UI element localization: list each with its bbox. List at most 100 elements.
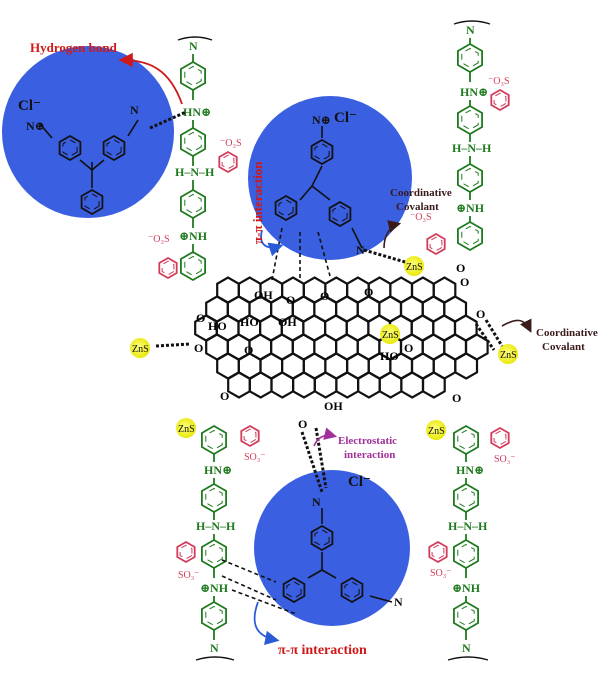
sulfonate-label: SO₃⁻ bbox=[178, 570, 200, 581]
polymer-ring-inner bbox=[457, 543, 475, 565]
polymer-label: H–N–H bbox=[448, 519, 488, 533]
dye-ring-inner bbox=[84, 193, 100, 211]
dye-ring bbox=[328, 200, 352, 228]
sulfonate-ring-inner bbox=[221, 154, 235, 170]
polymer-ring-inner bbox=[461, 47, 479, 69]
polymer-label: N bbox=[189, 39, 198, 53]
polymer-ring-inner bbox=[205, 429, 223, 451]
graphene-ring bbox=[227, 371, 251, 399]
dye-circle-bottom bbox=[254, 470, 410, 626]
sulfonate-label: ⁻O₃S bbox=[220, 138, 242, 149]
chloride-bottom: Cl⁻ bbox=[348, 474, 371, 490]
dye-molecules: N⊕ N N⊕ N N N bbox=[26, 103, 403, 609]
o-label-8: O bbox=[298, 417, 307, 431]
dye-bond bbox=[369, 595, 393, 603]
polymer-ring-inner bbox=[461, 167, 479, 189]
oh-label-1: OH bbox=[254, 288, 273, 302]
interaction-label: interaction bbox=[344, 449, 395, 461]
pi-pi-top-label: π-π interaction bbox=[250, 161, 265, 244]
zns-bead bbox=[404, 256, 424, 276]
polymer-ring-inner bbox=[184, 255, 202, 277]
dye-ring bbox=[310, 138, 334, 166]
dye-bond bbox=[91, 159, 105, 171]
graphene-ring bbox=[292, 371, 316, 399]
sulfonate-label: SO₃⁻ bbox=[430, 568, 452, 579]
dye-atom-label: N bbox=[312, 495, 321, 509]
chain-end-bracket bbox=[447, 656, 489, 661]
chloride-left: Cl⁻ bbox=[18, 98, 41, 114]
o-label-12: O bbox=[476, 307, 485, 321]
dye-ring-inner bbox=[278, 199, 294, 217]
polymer-ring-inner bbox=[184, 193, 202, 215]
polymer-ring-inner bbox=[205, 543, 223, 565]
polymer-label: ⊕NH bbox=[200, 581, 229, 595]
dye-ring-inner bbox=[62, 139, 78, 157]
ho-label-3: HO bbox=[380, 349, 399, 363]
pi-pi-bottom-label: π-π interaction bbox=[278, 643, 367, 658]
hydrogen-bond-arrow bbox=[118, 52, 183, 105]
sulfonate-ring-inner bbox=[431, 544, 445, 560]
dye-atom-label: N⊕ bbox=[26, 119, 45, 133]
polyaniline-chains: NHN⊕H–N–H⊕NHNHN⊕H–N–H⊕NHHN⊕H–N–H⊕NHNHN⊕H… bbox=[148, 20, 516, 661]
electrostatic-label: Electrostatic bbox=[338, 435, 397, 447]
zns-label: ZnS bbox=[178, 424, 195, 435]
polymer-label: N bbox=[466, 23, 475, 37]
dye-bond bbox=[351, 227, 363, 249]
o-label-6: O bbox=[220, 389, 229, 403]
polymer-label: HN⊕ bbox=[183, 105, 211, 119]
dye-atom-label: N bbox=[130, 103, 139, 117]
sulfonate-ring-inner bbox=[243, 428, 257, 444]
sulfonate-ring bbox=[240, 424, 260, 448]
o-label-13: O bbox=[456, 261, 465, 275]
chain-end-bracket bbox=[195, 656, 235, 661]
polymer-label: HN⊕ bbox=[204, 463, 232, 477]
chain-end-bracket bbox=[177, 36, 213, 41]
polymer-ring-inner bbox=[205, 487, 223, 509]
sulfonate-ring-inner bbox=[179, 544, 193, 560]
polymer-ring-inner bbox=[461, 225, 479, 247]
polymer-ring-inner bbox=[205, 605, 223, 627]
coordinative-right-arrow bbox=[501, 318, 532, 333]
sulfonate-label: SO₃⁻ bbox=[494, 454, 516, 465]
graphene-ring bbox=[313, 371, 338, 399]
graphene-ring bbox=[378, 371, 403, 399]
dye-ring bbox=[282, 576, 306, 604]
dye-bond bbox=[311, 185, 331, 201]
o-label-7: O bbox=[452, 391, 461, 405]
dye-ring-inner bbox=[344, 581, 360, 599]
sulfonate-label: SO₃⁻ bbox=[244, 452, 266, 463]
polymer-ring bbox=[179, 250, 207, 282]
sulfonate-ring bbox=[158, 256, 178, 280]
dye-ring-inner bbox=[286, 581, 302, 599]
dye-atom-label: N bbox=[356, 243, 365, 257]
graphene-ring bbox=[335, 371, 360, 399]
o-label-10: O bbox=[194, 341, 203, 355]
graphene-ring bbox=[357, 371, 381, 399]
dye-atom-label: N⊕ bbox=[312, 113, 331, 127]
sulfonate-label: ⁻O₃S bbox=[488, 76, 510, 87]
dye-bond bbox=[307, 569, 323, 579]
zns-label: ZnS bbox=[500, 350, 517, 361]
interaction-lines bbox=[149, 110, 504, 615]
graphene-ring bbox=[400, 371, 425, 399]
zns-bead bbox=[498, 344, 518, 364]
electrostatic-arrow bbox=[313, 427, 338, 447]
dye-ring bbox=[80, 188, 104, 216]
sulfonate-ring bbox=[176, 540, 196, 564]
sulfonate-label: ⁻O₃S bbox=[148, 234, 170, 245]
coordinative-top-label: Coordinative bbox=[390, 187, 452, 199]
polymer-label: N bbox=[210, 641, 219, 655]
sulfonate-ring-inner bbox=[429, 236, 443, 252]
dye-ring bbox=[274, 194, 298, 222]
covalant-right-label: Covalant bbox=[542, 341, 585, 353]
sulfonate-ring bbox=[490, 88, 510, 112]
graphene-ring bbox=[421, 371, 446, 399]
dye-atom-label: N bbox=[394, 595, 403, 609]
o-label-3: O bbox=[364, 285, 373, 299]
polymer-label: HN⊕ bbox=[460, 85, 488, 99]
pi-pi-bottom-arrow bbox=[253, 601, 280, 645]
dye-ring bbox=[102, 134, 126, 162]
sulfonate-ring bbox=[490, 426, 510, 450]
